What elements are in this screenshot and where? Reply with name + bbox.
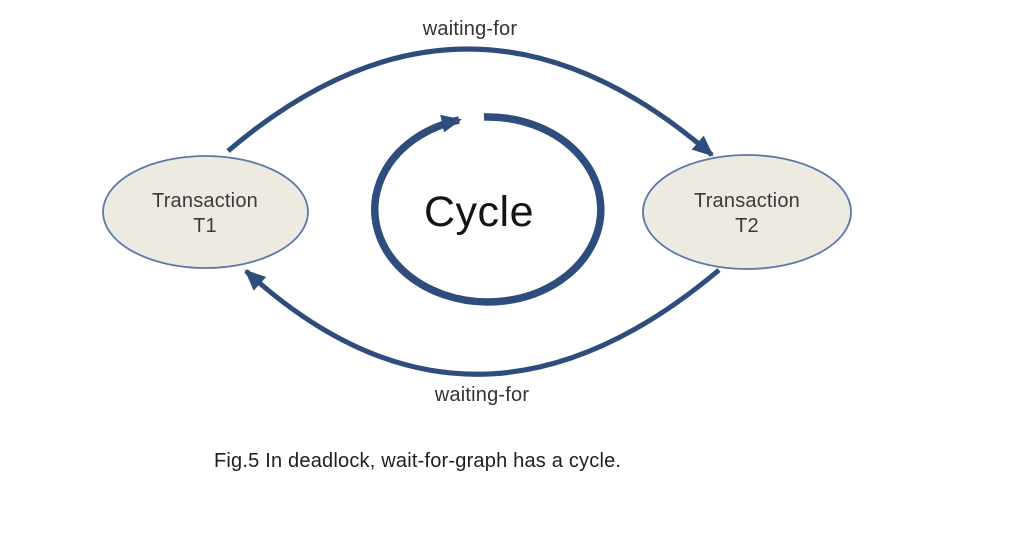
node-t1-label-line1: Transaction [152,190,258,212]
node-t1-ellipse [102,155,309,269]
edge-label-bottom: waiting-for [434,384,530,406]
cycle-circular-arrow [371,113,605,306]
node-t2-ellipse [642,154,852,270]
edge-arrow-t2-to-t1 [244,268,721,377]
node-t1-label-line2: T1 [193,215,217,237]
node-t2-label-line2: T2 [735,215,759,237]
node-t2-label-line1: Transaction [694,190,800,212]
node-t2-label: Transaction T2 [647,189,847,239]
edge-arrow-t1-to-t2 [226,46,714,157]
figure-caption: Fig.5 In deadlock, wait-for-graph has a … [214,450,622,472]
node-t1-label: Transaction T1 [105,189,305,239]
edge-label-top: waiting-for [422,18,518,40]
cycle-label: Cycle [423,188,535,236]
